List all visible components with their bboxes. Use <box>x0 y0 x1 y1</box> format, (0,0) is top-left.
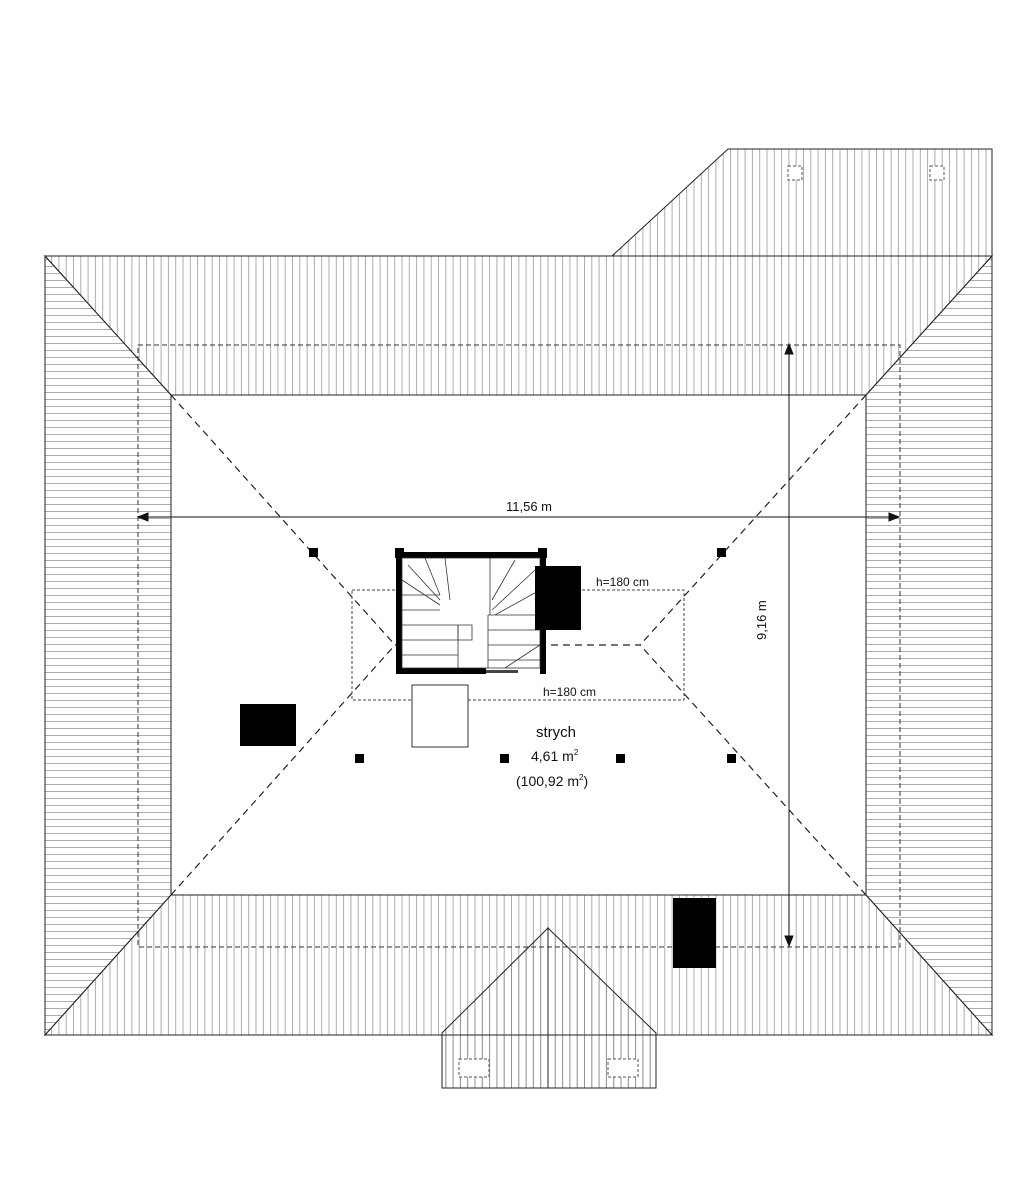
room-total-value: (100,92 m <box>516 773 580 789</box>
width-dimension-label: 11,56 m <box>506 499 553 514</box>
room-name: strych <box>536 724 577 741</box>
stair-core <box>395 548 581 674</box>
roof-window-2 <box>929 165 945 181</box>
dimension-width-line <box>136 512 901 522</box>
roof-slopes <box>43 148 994 1089</box>
height-note-lower: h=180 cm <box>543 685 597 699</box>
attic-hatch <box>411 684 469 748</box>
room-total-exponent: 2 <box>579 773 584 782</box>
roof-window-3 <box>458 1058 490 1078</box>
dimension-depth-line <box>784 342 794 948</box>
room-area: 4,61 m2 <box>531 748 579 764</box>
wall-outline-dashed <box>137 344 901 948</box>
chimney-left <box>240 704 296 746</box>
roof-windows <box>458 165 945 1078</box>
room-total-area: (100,92 m2) <box>516 773 589 789</box>
roof-extension-top-right <box>610 148 993 257</box>
room-area-exponent: 2 <box>573 748 579 757</box>
room-total-close: ) <box>583 773 589 789</box>
posts <box>309 548 736 763</box>
chimney-bottom-right <box>673 898 716 968</box>
height-note-upper: h=180 cm <box>596 575 650 589</box>
room-area-value: 4,61 m <box>531 748 574 764</box>
roof-window-1 <box>787 165 803 181</box>
roof-window-4 <box>607 1058 639 1078</box>
depth-dimension-label: 9,16 m <box>754 600 769 640</box>
roof-slope-top <box>43 255 994 396</box>
chimney-stair <box>535 566 581 630</box>
